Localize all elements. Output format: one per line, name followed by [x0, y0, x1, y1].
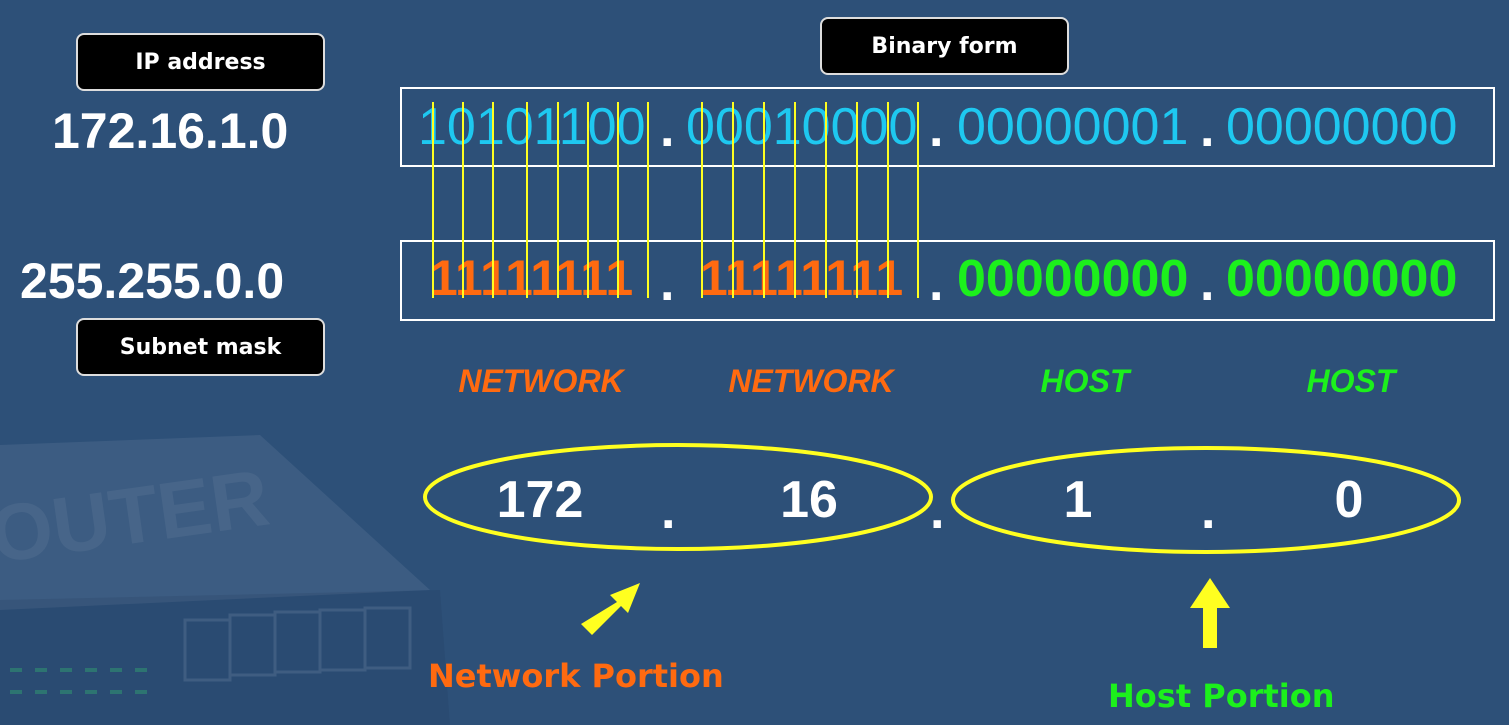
mask-binary-box [400, 240, 1495, 321]
decimal-dot-2: . [930, 482, 945, 540]
segment-label-3: HOST [1040, 363, 1130, 399]
ip-binary-dot-2: . [929, 100, 944, 158]
decimal-dot-3: . [1201, 482, 1216, 540]
host-portion-label: Host Portion [1108, 677, 1335, 715]
decimal-octet-2: 16 [780, 471, 838, 529]
network-portion-ellipse [423, 443, 933, 551]
network-portion-label: Network Portion [428, 657, 724, 695]
ip-address-dotted: 172.16.1.0 [52, 103, 289, 159]
segment-label-1: NETWORK [458, 363, 624, 399]
decimal-dot-1: . [661, 482, 676, 540]
mask-binary-octet-4: 00000000 [1226, 250, 1458, 308]
ip-binary-dot-1: . [660, 100, 675, 158]
decimal-octet-3: 1 [1063, 471, 1093, 529]
host-portion-ellipse [951, 446, 1461, 554]
segment-label-2: NETWORK [728, 363, 894, 399]
mask-binary-octet-3: 00000000 [957, 250, 1189, 308]
bit-alignment-lines [432, 102, 919, 298]
binary-form-label: Binary form [820, 17, 1069, 75]
subnet-mask-dotted: 255.255.0.0 [20, 253, 285, 309]
ip-address-label: IP address [76, 33, 325, 91]
host-arrow-icon [1190, 578, 1230, 648]
ip-binary-octet-4: 00000000 [1226, 98, 1458, 156]
segment-label-4: HOST [1306, 363, 1396, 399]
decimal-octet-4: 0 [1334, 471, 1364, 529]
network-arrow-icon [581, 583, 640, 635]
decimal-octet-1: 172 [496, 471, 584, 529]
ip-binary-dot-3: . [1200, 100, 1215, 158]
mask-binary-dot-1: . [660, 254, 675, 312]
ip-binary-octet-2: 00010000 [686, 98, 918, 156]
subnet-mask-label: Subnet mask [76, 318, 325, 376]
mask-binary-dot-3: . [1200, 254, 1215, 312]
ip-binary-octet-3: 00000001 [957, 98, 1189, 156]
ip-binary-octet-1: 10101100 [418, 98, 646, 156]
mask-binary-dot-2: . [929, 254, 944, 312]
ip-binary-box [400, 87, 1495, 167]
